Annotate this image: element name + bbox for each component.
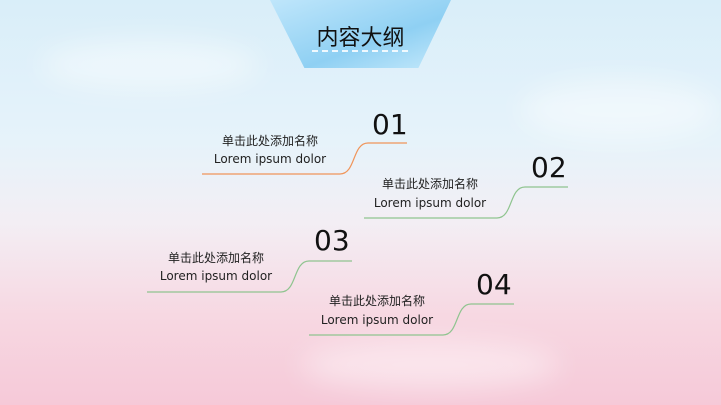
item-subtitle-02[interactable]: Lorem ipsum dolor: [373, 196, 487, 210]
item-number-01: 01: [372, 108, 408, 141]
page-title: 内容大纲: [316, 26, 405, 51]
item-title-03[interactable]: 单击此处添加名称: [167, 251, 264, 265]
connector-line-01: [202, 142, 407, 175]
item-number-04: 04: [476, 268, 512, 301]
connector-line-04: [309, 303, 514, 336]
item-title-04[interactable]: 单击此处添加名称: [328, 294, 425, 308]
title-divider: [312, 50, 408, 52]
cloud: [300, 340, 560, 390]
cloud: [520, 80, 720, 140]
item-title-02[interactable]: 单击此处添加名称: [381, 177, 478, 191]
connector-line-02: [364, 186, 568, 219]
item-number-03: 03: [314, 224, 350, 257]
item-subtitle-03[interactable]: Lorem ipsum dolor: [159, 269, 273, 283]
item-number-02: 02: [531, 151, 567, 184]
cloud: [40, 40, 260, 90]
connector-line-03: [147, 260, 352, 293]
title-banner: [270, 0, 451, 68]
item-subtitle-04[interactable]: Lorem ipsum dolor: [320, 313, 434, 327]
item-title-01[interactable]: 单击此处添加名称: [221, 134, 318, 148]
item-subtitle-01[interactable]: Lorem ipsum dolor: [213, 152, 327, 166]
